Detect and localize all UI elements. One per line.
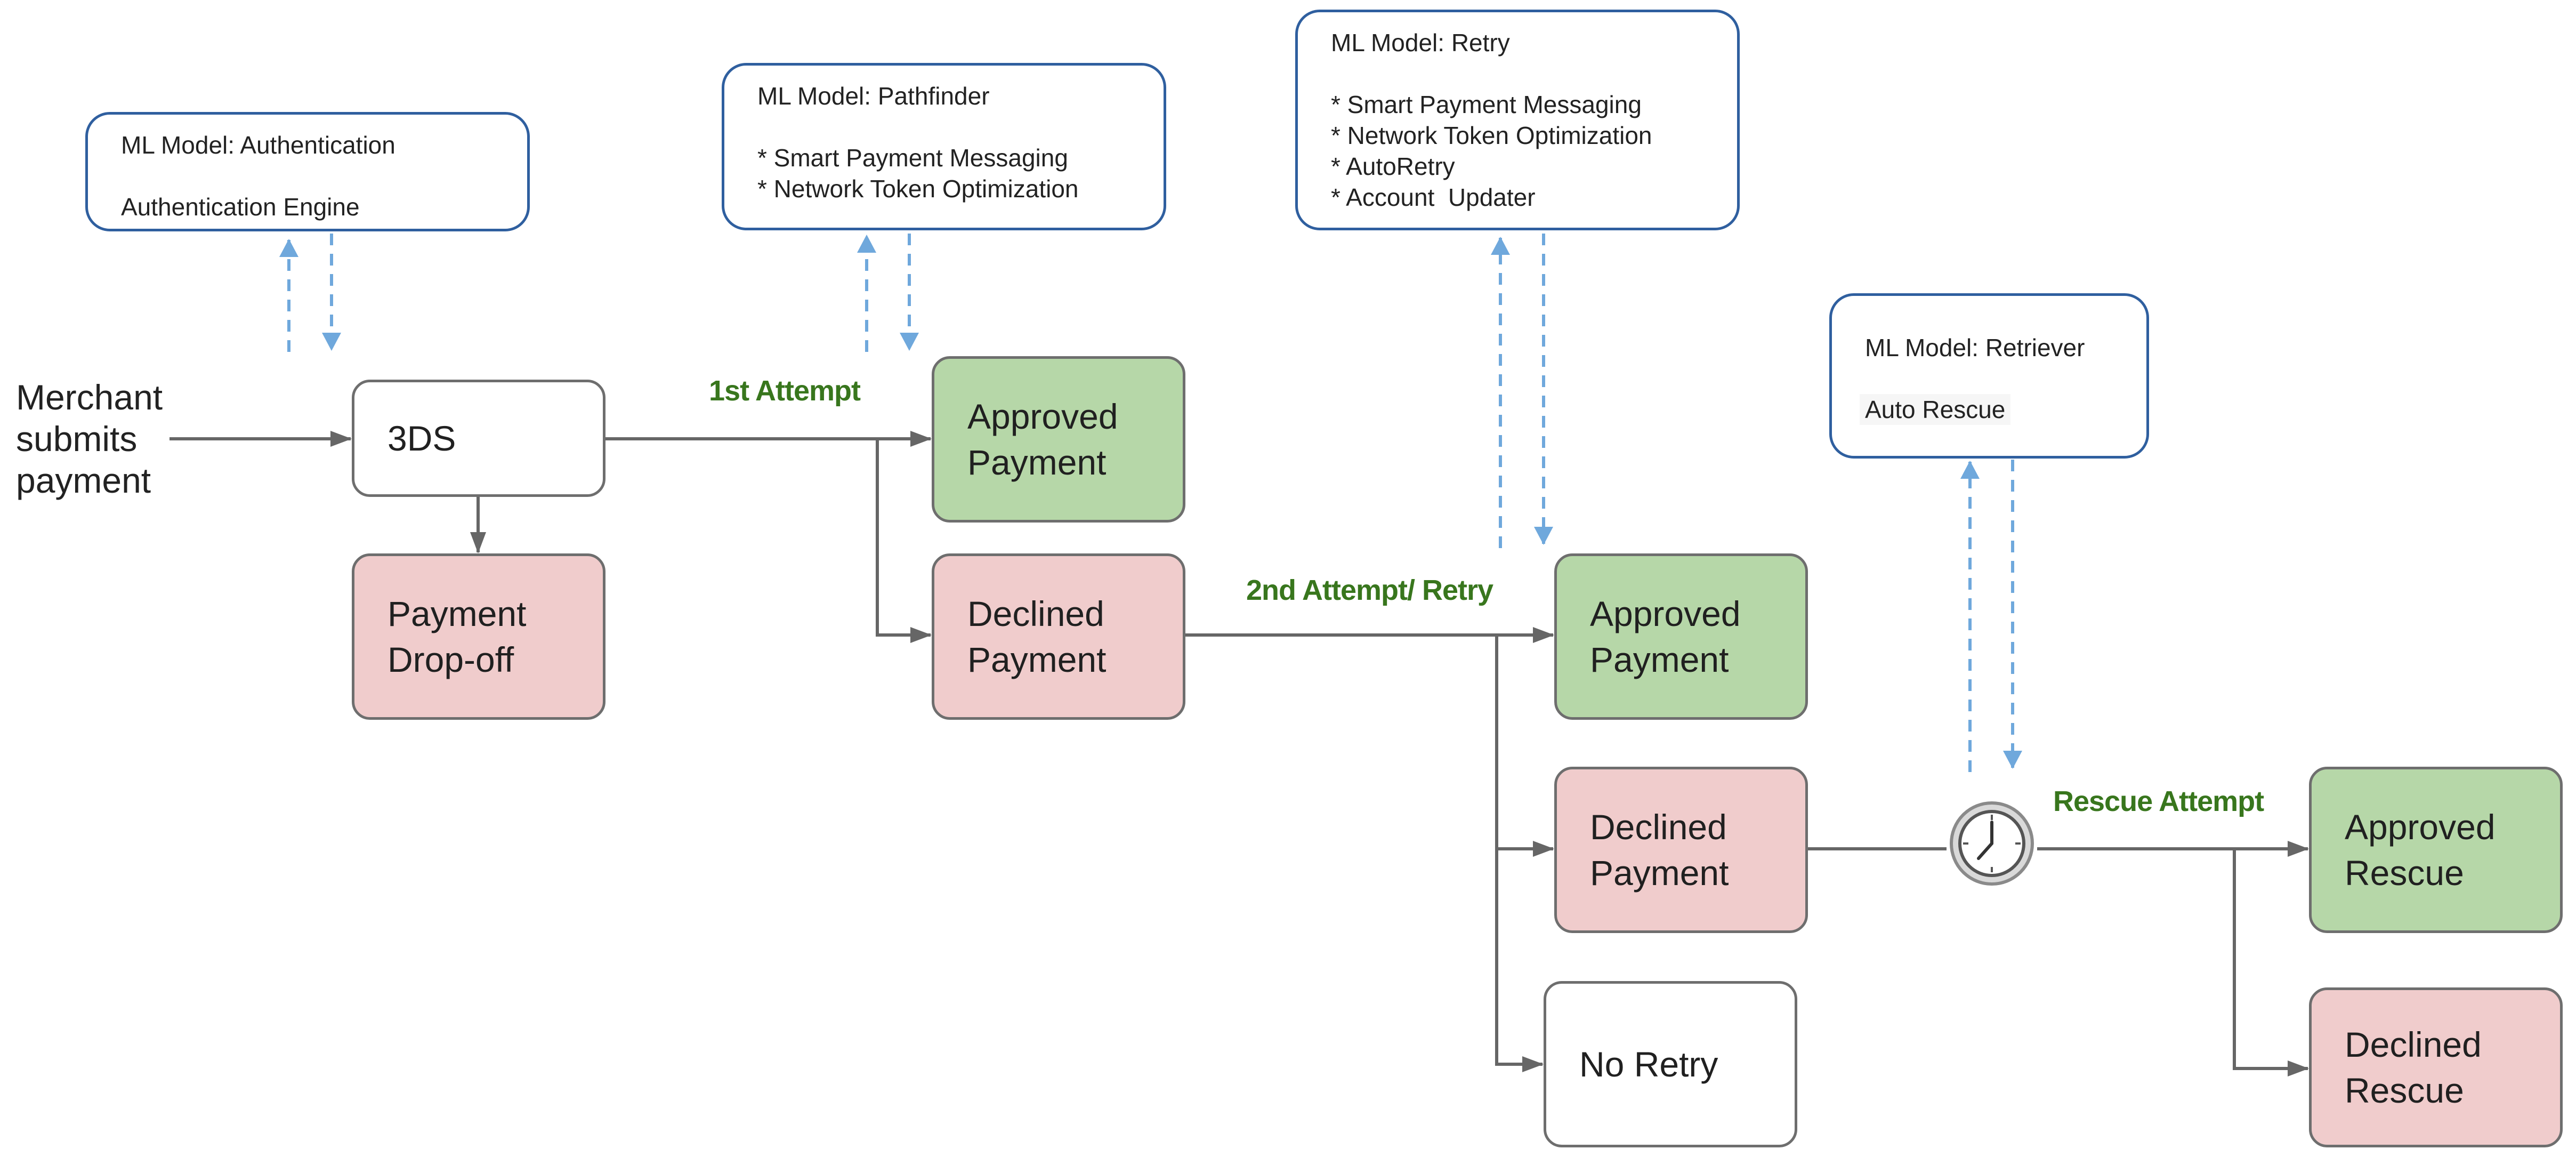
node-declined-payment-2: Declined Payment bbox=[1554, 767, 1808, 933]
node-approved-rescue: Approved Rescue bbox=[2309, 767, 2563, 933]
node-3ds: 3DS bbox=[352, 380, 605, 497]
merchant-submits-payment: Merchant submits payment bbox=[16, 377, 163, 500]
ml-item: * Network Token Optimization bbox=[757, 175, 1079, 203]
ml-model-authentication: ML Model: Authentication Authentication … bbox=[85, 112, 530, 231]
ml-item: Auto Rescue bbox=[1860, 394, 2011, 425]
ml-title: ML Model: Pathfinder bbox=[757, 82, 990, 110]
label-first-attempt: 1st Attempt bbox=[709, 375, 861, 407]
node-approved-payment-2: Approved Payment bbox=[1554, 553, 1808, 720]
label-rescue-attempt: Rescue Attempt bbox=[2053, 785, 2264, 817]
ml-item: * Smart Payment Messaging bbox=[1331, 91, 1642, 118]
ml-title: ML Model: Retry bbox=[1331, 29, 1510, 57]
edge-3ds-to-declined-1 bbox=[876, 439, 932, 643]
ml-item: * AutoRetry bbox=[1331, 152, 1455, 180]
ml-item: * Account Updater bbox=[1331, 183, 1536, 211]
edge-to-declined-rescue bbox=[2233, 849, 2309, 1076]
edge-to-no-retry bbox=[1495, 849, 1544, 1072]
clock-icon bbox=[1950, 801, 2034, 886]
ml-model-retry: ML Model: Retry * Smart Payment Messagin… bbox=[1295, 10, 1740, 230]
ml-item: * Smart Payment Messaging bbox=[757, 144, 1068, 172]
ml-item: Authentication Engine bbox=[121, 193, 360, 221]
node-declined-payment-1: Declined Payment bbox=[932, 553, 1185, 720]
ml-title: ML Model: Authentication bbox=[121, 131, 395, 159]
ml-item: * Network Token Optimization bbox=[1331, 122, 1652, 149]
label-second-attempt: 2nd Attempt/ Retry bbox=[1246, 574, 1493, 606]
node-approved-payment-1: Approved Payment bbox=[932, 356, 1185, 523]
ml-model-retriever: ML Model: Retriever Auto Rescue bbox=[1829, 293, 2149, 459]
node-no-retry: No Retry bbox=[1544, 981, 1797, 1147]
edge-to-declined-2 bbox=[1495, 635, 1554, 857]
node-declined-rescue: Declined Rescue bbox=[2309, 987, 2563, 1147]
ml-model-pathfinder: ML Model: Pathfinder * Smart Payment Mes… bbox=[722, 63, 1166, 230]
node-payment-dropoff: Payment Drop-off bbox=[352, 553, 605, 720]
ml-title: ML Model: Retriever bbox=[1865, 334, 2085, 361]
